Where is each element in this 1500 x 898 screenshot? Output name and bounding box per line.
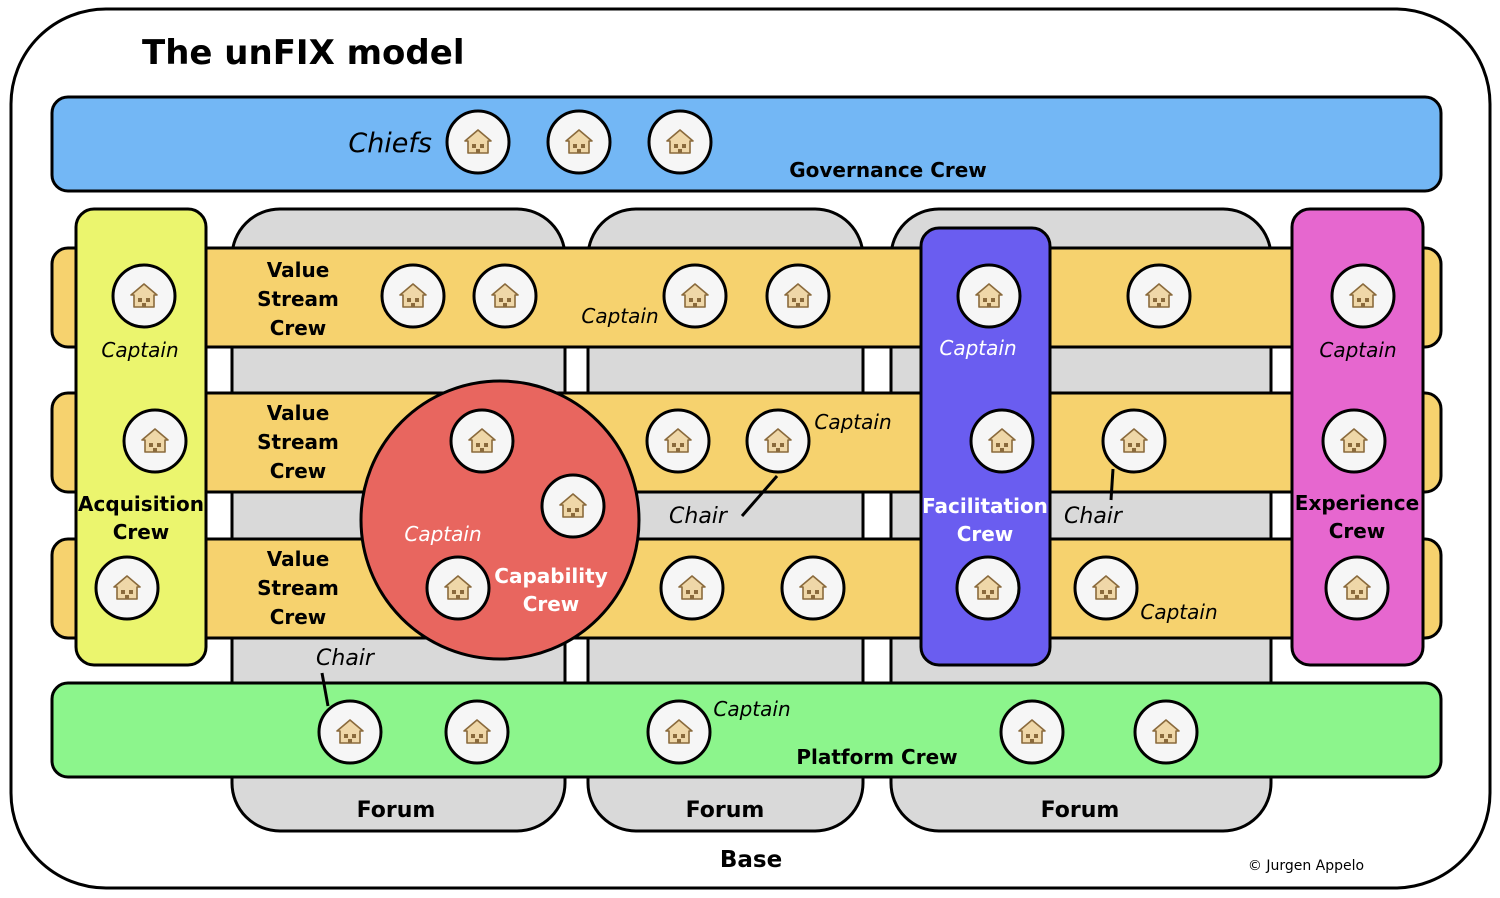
- facilitation-crew-label-line-2: Crew: [957, 522, 1014, 546]
- chair-connector-2: [740, 475, 779, 517]
- experience-member: [1321, 408, 1387, 474]
- capability-captain-label: Captain: [404, 522, 481, 546]
- platform-crew: [50, 681, 1443, 779]
- acquisition-member: [122, 408, 188, 474]
- value-stream-1-member: [380, 263, 446, 329]
- value-stream-2-member: [1101, 408, 1167, 474]
- experience-crew-label-line-1: Experience: [1295, 491, 1419, 515]
- value-stream-3-captain-label: Captain: [1140, 600, 1217, 624]
- facilitation-member: [955, 555, 1021, 621]
- value-stream-1-captain-label: Captain: [581, 304, 658, 328]
- capability-member: [449, 408, 515, 474]
- value-stream-1-member: [765, 263, 831, 329]
- value-stream-2-member: [645, 408, 711, 474]
- experience-member: [1330, 263, 1396, 329]
- forum-2-label: Forum: [686, 798, 765, 823]
- value-stream-2-member: [745, 408, 811, 474]
- platform-crew-label: Platform Crew: [796, 745, 957, 769]
- capability-member: [425, 555, 491, 621]
- value-stream-1-label-line-3: Crew: [270, 316, 327, 340]
- facilitation-captain-label: Captain: [939, 336, 1016, 360]
- base-label: Base: [720, 847, 782, 873]
- experience-captain-label: Captain: [1319, 338, 1396, 362]
- value-stream-3-label-line-3: Crew: [270, 605, 327, 629]
- value-stream-1-label-line-2: Stream: [257, 287, 339, 311]
- chiefs-label: Chiefs: [348, 128, 432, 159]
- platform-member: [1133, 699, 1199, 765]
- value-stream-2-label-line-1: Value: [267, 401, 330, 425]
- facilitation-crew-label-line-1: Facilitation: [922, 494, 1048, 518]
- governance-member: [546, 109, 612, 175]
- experience-crew-label-line-2: Crew: [1329, 519, 1386, 543]
- value-stream-2-label-line-2: Stream: [257, 430, 339, 454]
- value-stream-2-captain-label: Captain: [814, 410, 891, 434]
- capability-crew-label-line-1: Capability: [494, 564, 607, 588]
- acquisition-crew-label-line-2: Crew: [113, 520, 170, 544]
- acquisition-member: [111, 263, 177, 329]
- value-stream-3-member: [780, 555, 846, 621]
- value-stream-3-member: [1073, 555, 1139, 621]
- value-stream-1-member: [662, 263, 728, 329]
- value-stream-1-member: [1126, 263, 1192, 329]
- acquisition-captain-label: Captain: [101, 338, 178, 362]
- governance-member: [445, 109, 511, 175]
- chair-label-1: Chair: [316, 646, 376, 671]
- experience-member: [1324, 555, 1390, 621]
- capability-member: [540, 473, 606, 539]
- value-stream-3-label-line-1: Value: [267, 547, 330, 571]
- value-stream-3-member: [659, 555, 725, 621]
- platform-member: [999, 699, 1065, 765]
- platform-member: [444, 699, 510, 765]
- page-title: The unFIX model: [142, 33, 464, 73]
- value-stream-3-label-line-2: Stream: [257, 576, 339, 600]
- value-stream-1-label-line-1: Value: [267, 258, 330, 282]
- facilitation-member: [956, 263, 1022, 329]
- forum-3-label: Forum: [1041, 798, 1120, 823]
- platform-member: [646, 699, 712, 765]
- governance-crew-label: Governance Crew: [789, 158, 987, 182]
- value-stream-1-member: [472, 263, 538, 329]
- platform-member: [317, 699, 383, 765]
- copyright: © Jurgen Appelo: [1248, 858, 1364, 874]
- acquisition-crew-label-line-1: Acquisition: [78, 492, 204, 516]
- governance-member: [647, 109, 713, 175]
- crew-members: [94, 109, 1396, 765]
- chair-label-2: Chair: [669, 504, 729, 529]
- governance-crew: [50, 95, 1443, 193]
- chair-connector-3: [1109, 468, 1115, 501]
- capability-crew-label-line-2: Crew: [523, 592, 580, 616]
- forum-1-label: Forum: [357, 798, 436, 823]
- chair-connector-1: [320, 672, 330, 707]
- value-stream-2-label-line-3: Crew: [270, 459, 327, 483]
- acquisition-member: [94, 555, 160, 621]
- chair-label-3: Chair: [1064, 504, 1124, 529]
- platform-captain-label: Captain: [713, 697, 790, 721]
- facilitation-member: [969, 408, 1035, 474]
